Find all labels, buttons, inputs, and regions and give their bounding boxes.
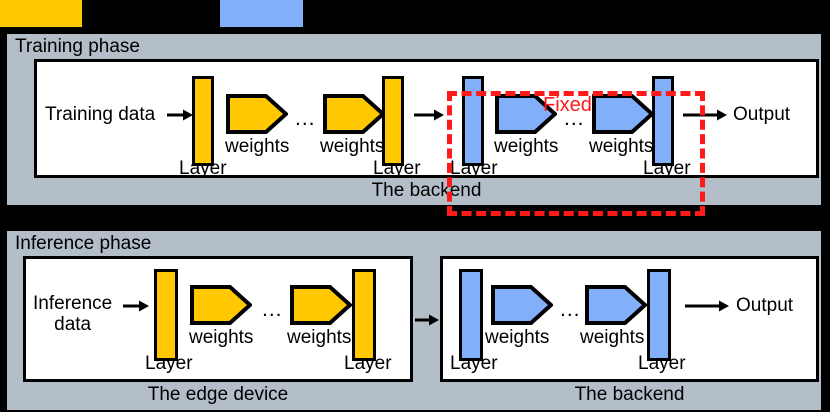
inference-yellow-ellipsis: ... [262,298,283,321]
inference-blue-layer-first [459,269,483,361]
training-input-label: Training data [45,104,156,125]
inference-output-arrow-icon [685,299,729,313]
inference-crossdevice-arrow-icon [415,313,439,327]
training-blue-weights-second-icon [592,94,654,134]
inference-input-label: Inference data [33,293,112,335]
training-yellow-layer-first-label: Layer [179,158,227,179]
training-blue-weights-second-label: weights [589,136,654,157]
training-blue-layer-last [652,76,674,166]
training-yellow-weights-second-label: weights [320,136,385,157]
training-phase-title: Training phase [15,36,140,57]
inference-phase-title: Inference phase [15,233,152,254]
training-blue-ellipsis: ... [564,107,585,130]
training-yellow-weights-first-label: weights [225,136,290,157]
training-blue-layer-first [462,76,484,166]
inference-backend-caption: The backend [574,384,685,405]
inference-blue-weights-first-label: weights [485,327,550,348]
training-blue-weights-first-label: weights [494,136,559,157]
inference-edge-device-caption: The edge device [147,384,289,405]
inference-yellow-weights-second-icon [290,285,352,325]
training-yellow-layer-first [192,76,214,166]
training-output-label: Output [733,104,791,125]
fixed-region-label: Fixed [543,94,592,116]
inference-input-arrow-icon [123,299,149,313]
training-yellow-weights-first-icon [226,94,288,134]
training-blue-weights-first-icon [495,94,557,134]
inference-yellow-layer-first [154,269,178,361]
training-blue-layer-last-label: Layer [643,158,691,179]
inference-yellow-weights-second-label: weights [287,327,352,348]
training-blue-layer-first-label: Layer [450,158,498,179]
inference-blue-weights-second-icon [585,285,647,325]
inference-blue-layer-last-label: Layer [638,353,686,374]
legend-swatch-yellow [0,0,82,27]
inference-blue-layer-first-label: Layer [450,353,498,374]
inference-output-label: Output [736,295,794,316]
training-midflow-arrow-icon [414,108,444,122]
training-phase-panel: Training phase Training data Layer weigh… [5,32,823,216]
training-yellow-layer-last [382,76,404,166]
inference-phase-panel: Inference phase Inference data Layer wei… [5,229,823,412]
inference-blue-weights-second-label: weights [580,327,645,348]
training-output-arrow-icon [683,108,727,122]
legend-swatch-blue [220,0,303,27]
inference-input-label-line2: data [54,314,92,335]
inference-yellow-layer-last-label: Layer [344,353,392,374]
training-yellow-weights-second-icon [323,94,385,134]
inference-yellow-weights-first-icon [190,285,252,325]
inference-blue-ellipsis: ... [560,298,581,321]
inference-blue-layer-last [647,269,671,361]
training-yellow-ellipsis: ... [295,107,316,130]
training-input-arrow-icon [167,108,193,122]
training-yellow-layer-last-label: Layer [373,158,421,179]
inference-blue-weights-first-icon [491,285,553,325]
inference-yellow-weights-first-label: weights [189,327,254,348]
inference-yellow-layer-first-label: Layer [145,353,193,374]
inference-input-label-line1: Inference [33,293,113,314]
training-pipeline-box [34,59,819,178]
training-backend-caption: The backend [371,180,482,201]
inference-yellow-layer-last [352,269,376,361]
